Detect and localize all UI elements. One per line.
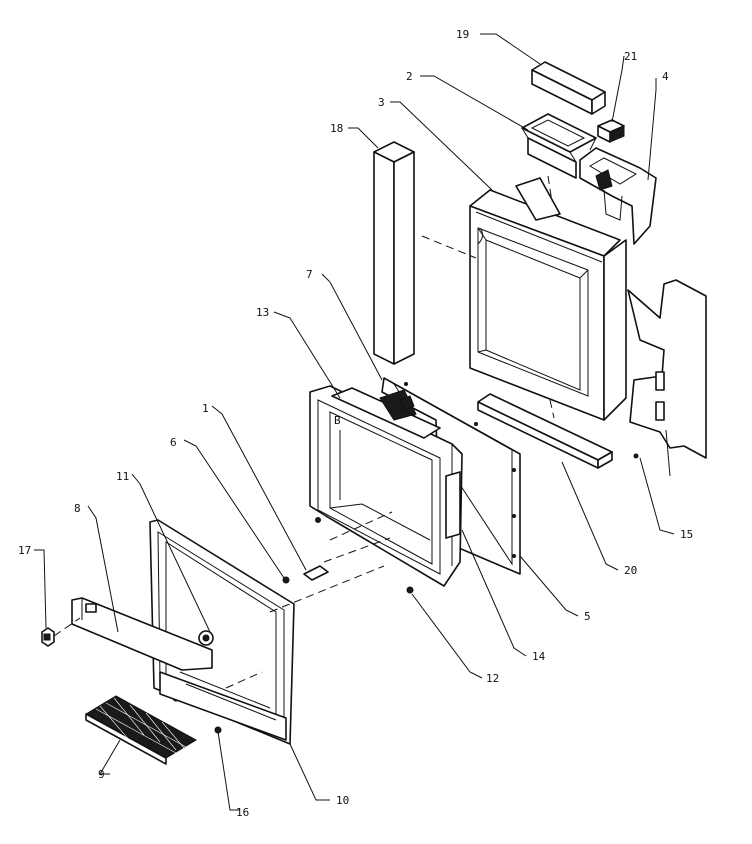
part-15-side-panel xyxy=(627,279,707,477)
part-7-clip xyxy=(399,395,415,411)
callout-labels: 19 21 2 3 4 18 7 13 1 6 11 8 17 9 10 16 … xyxy=(18,28,693,819)
part-9-grille xyxy=(84,695,198,765)
alignment-lines xyxy=(53,175,555,689)
callout-12: 12 xyxy=(486,672,499,685)
part-13-dispenser-housing: B xyxy=(309,385,463,587)
callout-19: 19 xyxy=(456,28,469,41)
callout-1: 1 xyxy=(202,402,209,415)
callout-13: 13 xyxy=(256,306,269,319)
callout-9: 9 xyxy=(98,768,105,781)
callout-7: 7 xyxy=(306,268,313,281)
callout-8: 8 xyxy=(74,502,81,515)
part-17-knob xyxy=(41,627,55,647)
part-21-bracket xyxy=(597,119,625,143)
callout-15: 15 xyxy=(680,528,693,541)
callout-6: 6 xyxy=(170,436,177,449)
callout-11: 11 xyxy=(116,470,129,483)
part-2-chute-frame xyxy=(521,113,597,179)
callout-20: 20 xyxy=(624,564,637,577)
callout-16: 16 xyxy=(236,806,249,819)
callout-21: 21 xyxy=(624,50,637,63)
housing-mark-text: B xyxy=(334,414,341,427)
callout-3: 3 xyxy=(378,96,385,109)
callout-10: 10 xyxy=(336,794,349,807)
callout-5: 5 xyxy=(584,610,591,623)
callout-17: 17 xyxy=(18,544,31,557)
part-18-column xyxy=(373,141,415,365)
part-19-block xyxy=(531,61,606,115)
callout-2: 2 xyxy=(406,70,413,83)
leader-lines xyxy=(34,33,675,811)
part-8-lever-plate xyxy=(71,597,214,671)
part-10-front-frame xyxy=(149,519,295,745)
callout-18: 18 xyxy=(330,122,343,135)
callout-14: 14 xyxy=(532,650,546,663)
part-3-housing xyxy=(469,177,627,421)
callout-4: 4 xyxy=(662,70,669,83)
part-4-bucket-chute xyxy=(579,147,657,245)
part-20-bar xyxy=(477,393,613,469)
